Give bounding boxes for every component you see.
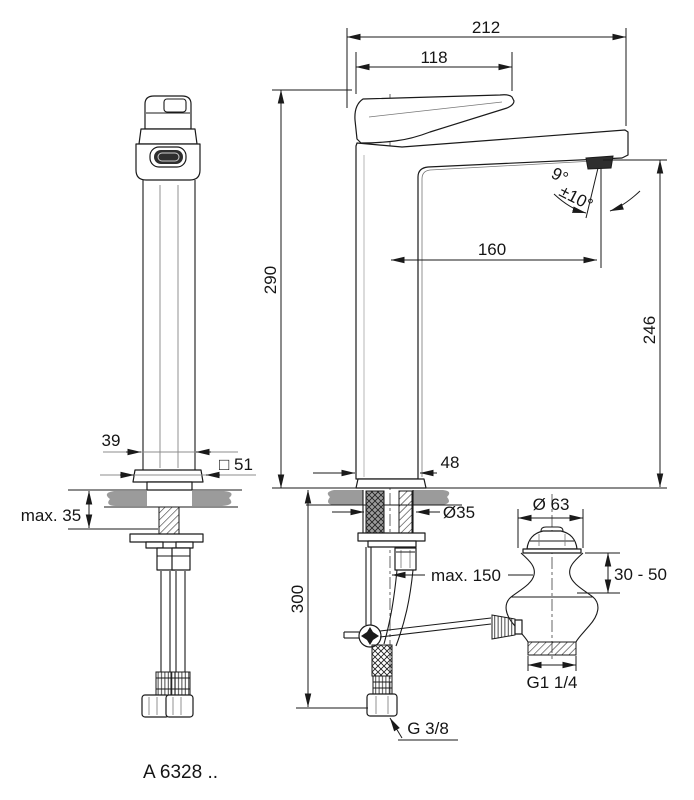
dim-supply-thread-label: G 3/8 (407, 719, 449, 738)
front-base (132, 469, 204, 491)
hose-hex-nut (165, 694, 194, 718)
dim-waste-thread-g114: G1 1/4 (526, 656, 578, 692)
front-mounting-hardware (129, 506, 204, 549)
dim-waste-flange-label: Ø 63 (533, 495, 570, 514)
mounting-washer (357, 532, 426, 542)
dim-waste-deck-range-label: 30 - 50 (614, 565, 667, 584)
front-view (68, 95, 242, 718)
dim-hose-drop-label: 300 (288, 585, 307, 613)
dim-outlet-height-246: 246 (603, 159, 667, 488)
dim-waste-flange-63: Ø 63 (517, 495, 584, 548)
waste-assembly (491, 494, 599, 660)
front-body-column (142, 180, 196, 470)
dim-waste-thread-label: G1 1/4 (526, 673, 577, 692)
hose-connector-nut (394, 547, 417, 571)
dim-handle-width-39: 39 (102, 431, 238, 456)
dim-hose-drop-300: 300 (288, 489, 368, 709)
counter-cut-left (106, 491, 147, 506)
dim-lever-length-118: 118 (355, 48, 513, 94)
dim-base-square-label: □ 51 (219, 455, 253, 474)
dim-hole-diameter-label: Ø35 (443, 503, 475, 522)
supply-hex-nut (366, 693, 398, 717)
side-lever (354, 94, 515, 144)
ball-joint-screw (361, 627, 379, 645)
dim-overall-reach-212: 212 (346, 18, 627, 126)
dim-spout-angle: 9° ±10° (548, 164, 641, 219)
mounting-washer (129, 533, 204, 543)
dim-hose-offset-label: max. 150 (431, 566, 501, 585)
dim-hole-diameter-35: Ø35 (332, 503, 475, 522)
rod-attachment-nut (491, 614, 516, 640)
spout-outlet (585, 155, 614, 170)
dim-max-deck-35: max. 35 (21, 490, 158, 530)
side-mounting-hardware (357, 490, 426, 571)
dim-outlet-height-label: 246 (640, 316, 659, 344)
dim-lever-length-label: 118 (420, 48, 447, 67)
dim-spout-reach-label: 160 (478, 240, 506, 259)
dim-body-height-290: 290 (261, 89, 352, 489)
threaded-stud (158, 506, 180, 535)
counter-front-view (68, 489, 242, 508)
pop-up-rod-linkage (343, 547, 492, 648)
shank-wall-section (365, 490, 385, 534)
dim-body-height-label: 290 (261, 266, 280, 294)
dim-hose-offset-150: max. 150 (391, 566, 533, 585)
braided-hose (371, 644, 393, 677)
dim-max-deck-label: max. 35 (21, 506, 81, 525)
waste-thread-band (527, 641, 577, 656)
dimension-annotations: 212 118 9° ±10° 160 246 (21, 18, 667, 741)
model-code: A 6328 .. (143, 762, 218, 783)
waste-body (491, 552, 599, 656)
actuating-rod (379, 617, 492, 632)
dim-waste-deck-range-30-50: 30 - 50 (577, 552, 667, 594)
counter-cut-right (192, 491, 232, 506)
dim-overall-reach-label: 212 (472, 18, 500, 37)
hose-hex-nut (141, 694, 170, 718)
front-handle (138, 95, 198, 145)
dim-body-depth-48: 48 (313, 453, 460, 477)
dim-spout-reach-160: 160 (390, 168, 602, 268)
dim-angle-label: 9° (548, 164, 571, 188)
side-supply-hose (366, 569, 414, 717)
shank-wall-section (398, 490, 413, 534)
side-body-spout (355, 129, 629, 489)
front-supply-hoses (141, 547, 194, 718)
counter-side-view (300, 487, 667, 506)
front-spout-housing (135, 143, 201, 181)
side-view (300, 94, 667, 717)
dim-body-depth-label: 48 (441, 453, 460, 472)
waste-plug-cap (522, 526, 582, 554)
dim-supply-thread-g38: G 3/8 (389, 717, 458, 741)
dim-handle-width-label: 39 (102, 431, 121, 450)
dim-base-square-51: □ 51 (100, 455, 256, 479)
